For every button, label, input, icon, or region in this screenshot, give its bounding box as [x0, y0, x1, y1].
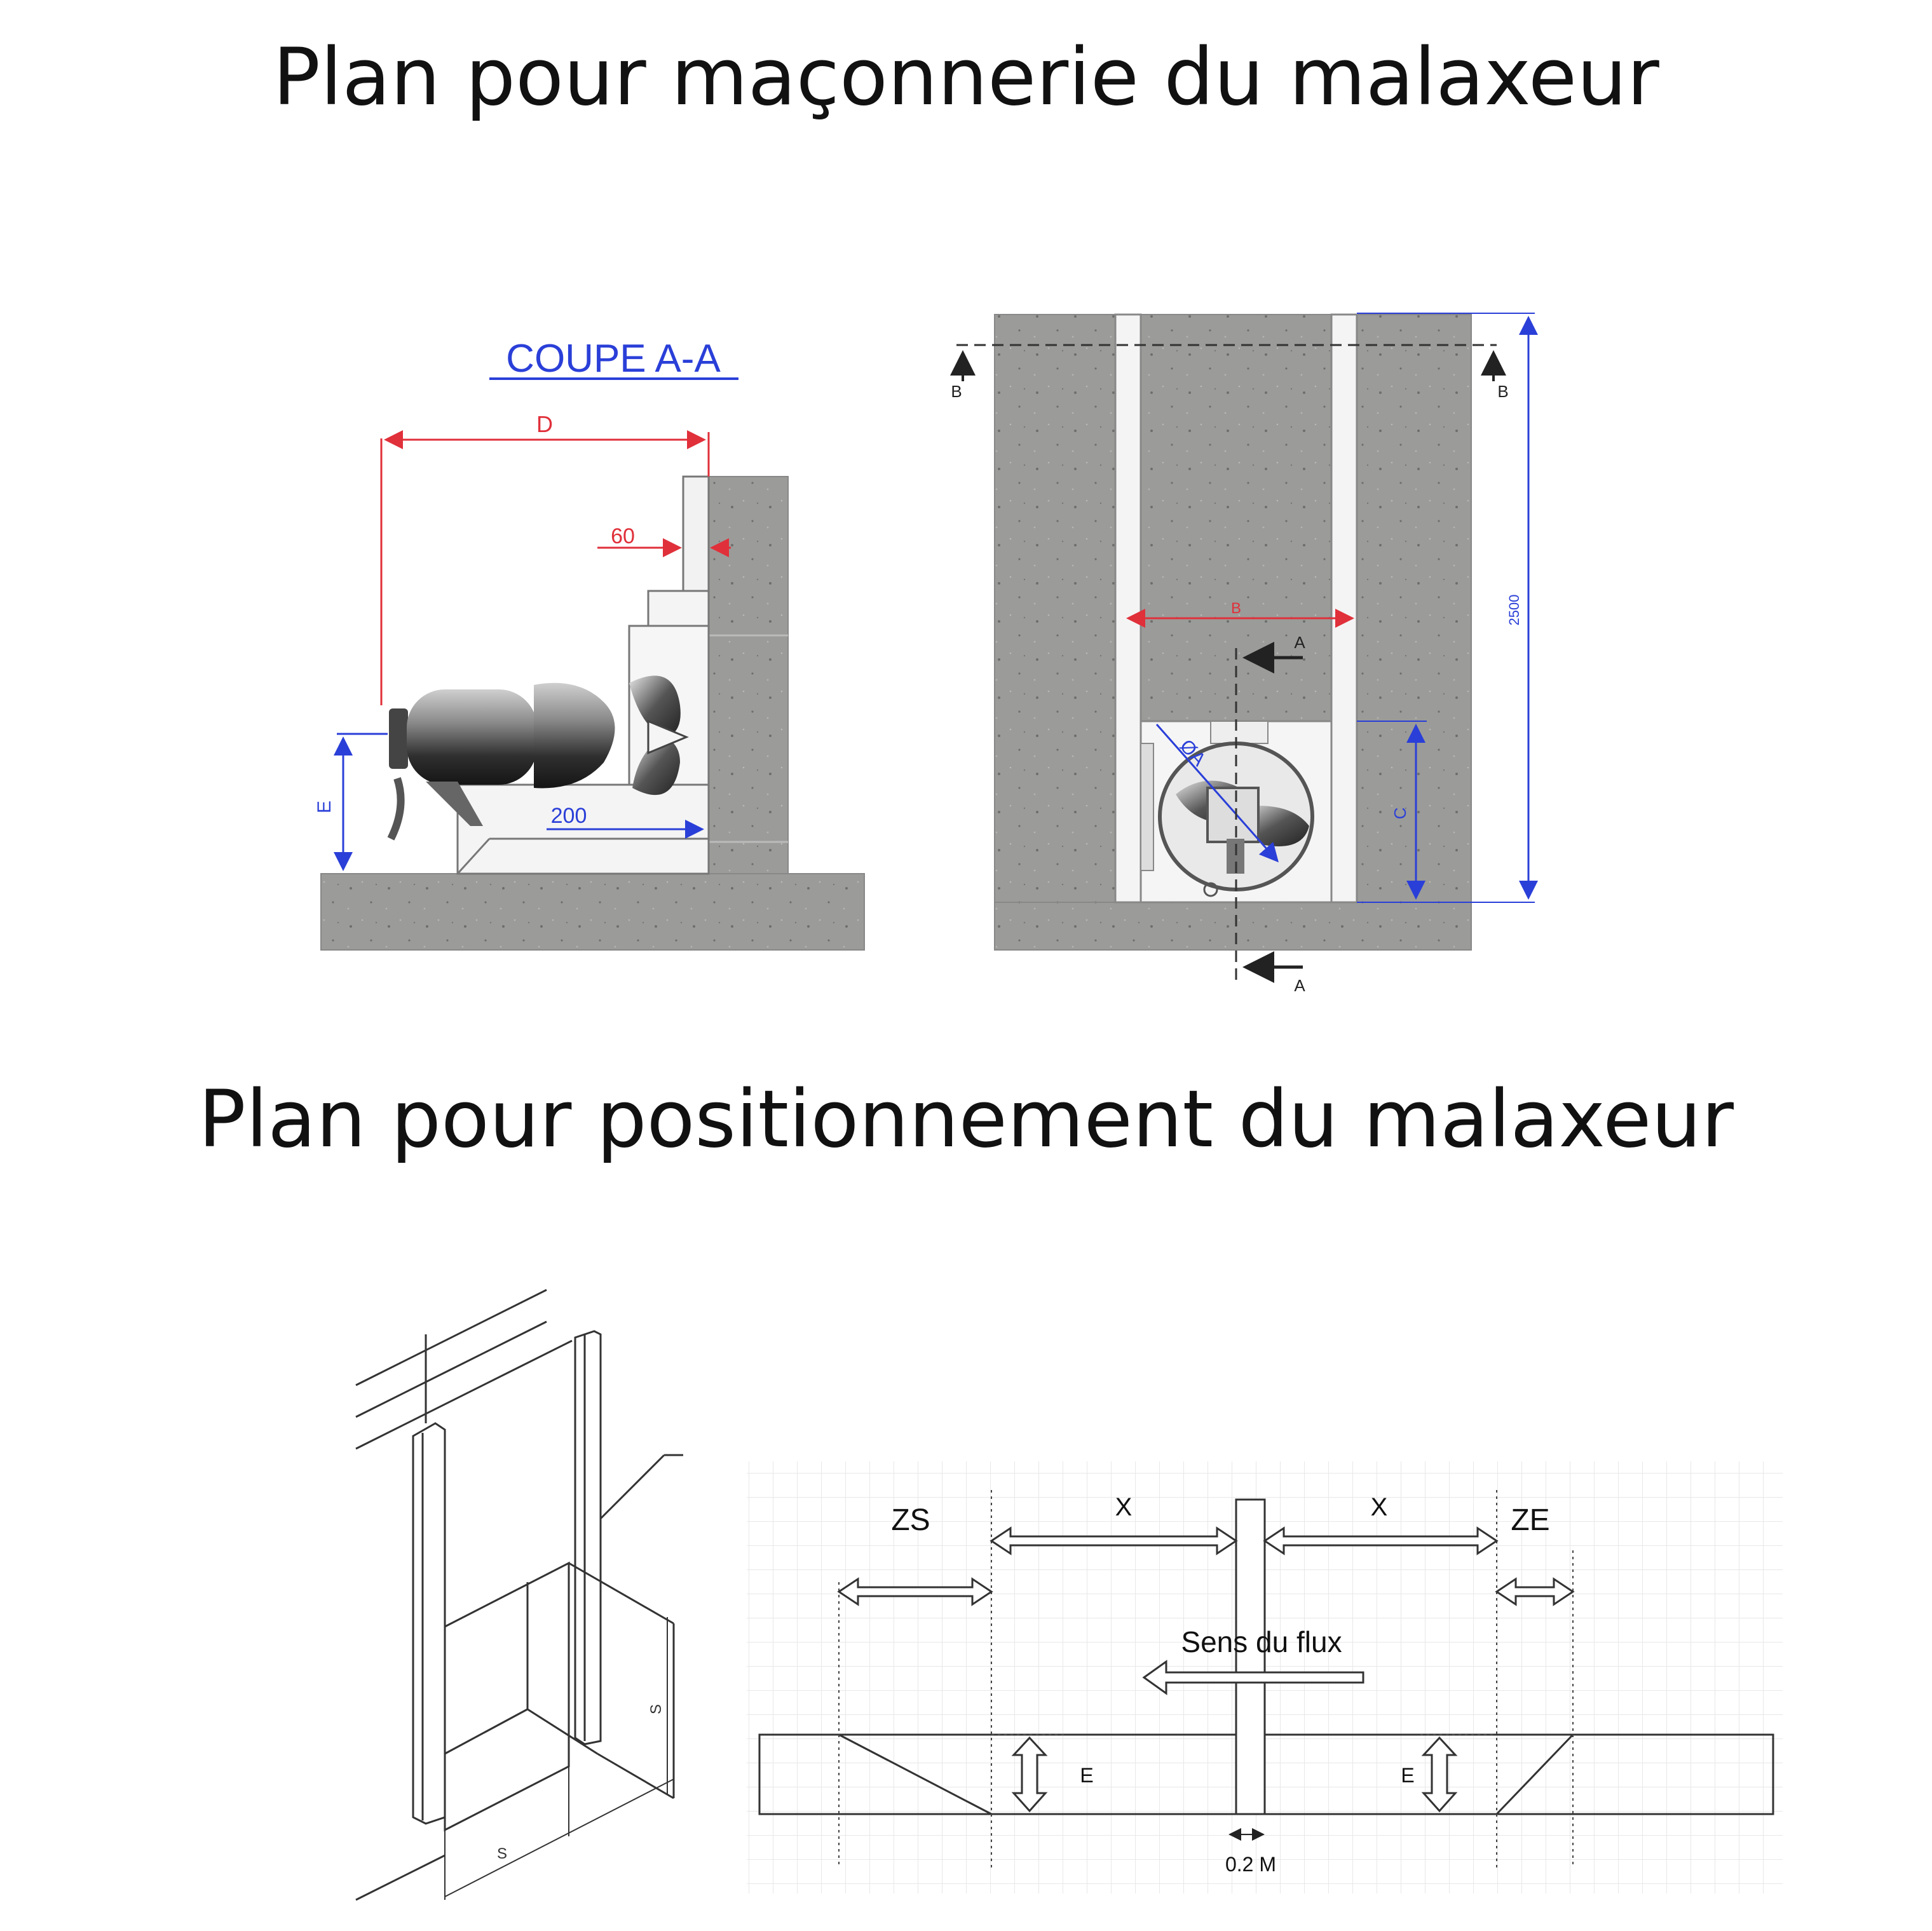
arrow-zs [837, 1577, 993, 1606]
slope-left [838, 1733, 992, 1815]
propeller-blade-top [629, 675, 681, 737]
post-width-label: 0.2 M [1225, 1853, 1276, 1876]
positioning-diagram: ZS ZE X X Sens du flux E E 0.2 M [747, 1461, 1783, 1894]
bracket-block [647, 590, 710, 627]
channel-strip [758, 1733, 1774, 1815]
arrow-x-right [1263, 1526, 1499, 1555]
iso-view: S S [355, 1289, 683, 1901]
height-e-left-label: E [1080, 1764, 1093, 1787]
motor-body [407, 689, 537, 785]
mark-b-left: B [951, 382, 962, 401]
channel-floor [994, 902, 1472, 951]
dim-60-label: 60 [611, 524, 635, 548]
height-e-right-label: E [1401, 1764, 1414, 1787]
motor-nose [534, 682, 615, 789]
masonry-plan-title: Plan pour maçonnerie du malaxeur [273, 32, 1659, 123]
distance-x-right-label: X [1371, 1493, 1388, 1521]
zone-ze-label: ZE [1511, 1503, 1549, 1537]
motor-end-cap [389, 708, 408, 769]
rail-right [1330, 313, 1358, 904]
iso-dim-s-vertical: S [648, 1704, 665, 1714]
mixer-post [1235, 1498, 1266, 1815]
dim-e-label: E [314, 801, 335, 813]
mark-b-right: B [1497, 382, 1508, 401]
arrow-x-left [990, 1526, 1238, 1555]
dim-c-label: C [1391, 808, 1410, 820]
left-wall [994, 314, 1116, 951]
zone-zs-label: ZS [891, 1503, 930, 1537]
back-wall [1140, 314, 1332, 722]
dim-2500-label: 2500 [1506, 595, 1522, 626]
slope-right [1495, 1733, 1574, 1815]
mark-a-bottom: A [1294, 976, 1305, 995]
dim-d-label: D [536, 411, 553, 437]
power-cable [387, 777, 405, 841]
propeller-blade-bottom [632, 737, 680, 796]
iso-rail-right [574, 1330, 602, 1745]
section-view: COUPE A-A D [314, 337, 865, 951]
guide-rail [682, 475, 710, 592]
section-heading: COUPE A-A [506, 337, 721, 381]
mark-a-top: A [1294, 633, 1305, 652]
motor-stand [426, 782, 483, 826]
distance-x-left-label: X [1115, 1493, 1133, 1521]
propeller-hub [647, 719, 689, 755]
right-wall [1356, 314, 1472, 951]
dim-200-label: 200 [551, 804, 587, 828]
positioning-plan-title: Plan pour positionnement du malaxeur [198, 1074, 1734, 1165]
floor-slab [320, 873, 865, 951]
flow-direction-label: Sens du flux [1181, 1625, 1342, 1658]
dim-b-label: B [1231, 600, 1241, 617]
arrow-e-right [1421, 1736, 1458, 1813]
concrete-wall [708, 476, 789, 874]
rail-left [1114, 313, 1142, 904]
iso-rail-left [412, 1422, 446, 1825]
iso-dim-s-horizontal: S [497, 1845, 507, 1862]
arrow-e-left [1011, 1736, 1048, 1813]
front-hub [1206, 787, 1260, 843]
front-view: ØA B B B A A 2500 C [950, 313, 1538, 995]
iso-wall-line-1 [355, 1320, 547, 1418]
flow-arrow [1142, 1660, 1364, 1695]
arrow-ze [1495, 1577, 1575, 1606]
